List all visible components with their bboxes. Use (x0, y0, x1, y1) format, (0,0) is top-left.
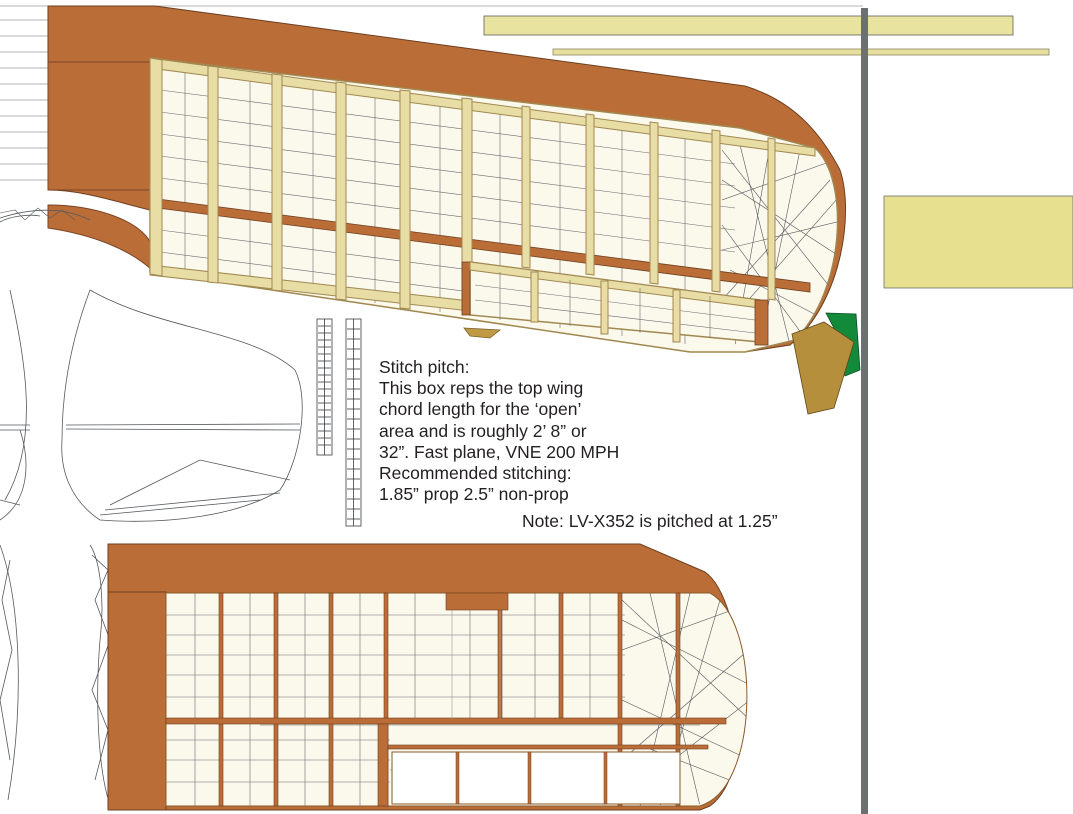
top-wing-root-curve (47, 204, 153, 272)
stitch-note-line-6: Recommended stitching: (379, 463, 572, 484)
stitch-note-line-3: chord length for the ‘open’ (379, 399, 582, 420)
paper-swatch-long (483, 15, 1014, 36)
ochre-fitting (791, 321, 855, 415)
stitch-note-line-5: 32”. Fast plane, VNE 200 MPH (379, 441, 620, 462)
stitch-note-line-4: area and is roughly 2’ 8” or (379, 420, 587, 441)
sheet-divider (861, 8, 868, 814)
paper-swatch-box (883, 195, 1073, 289)
fuselage-wireframe (0, 209, 303, 806)
top-wing-root-panel (47, 61, 151, 191)
bottom-aileron (377, 723, 709, 807)
control-horn-tab (463, 327, 502, 339)
top-wing (47, 5, 847, 353)
stitch-ruler-long (345, 318, 362, 527)
top-wing-ribs (149, 57, 776, 313)
bottom-wing-fitting (445, 592, 509, 611)
paper-swatch-strip (552, 48, 1050, 56)
left-edge-hatching (0, 5, 48, 181)
stitch-note-line-1: Stitch pitch: (379, 357, 470, 377)
bottom-wing-spar (165, 717, 727, 725)
lv-x352-pitch-note: Note: LV-X352 is pitched at 1.25” (522, 511, 778, 531)
stitch-note-line-7: 1.85” prop 2.5” non-prop (379, 484, 569, 505)
stitch-ruler-short (316, 318, 333, 456)
fuselage-wireframe-top (0, 207, 76, 221)
bottom-wing-root-panel (107, 591, 167, 811)
bottom-wing (107, 543, 748, 811)
stitch-pitch-note: Stitch pitch: This box reps the top wing… (379, 357, 619, 505)
top-aileron (461, 261, 769, 346)
stitch-note-line-2: This box reps the top wing (379, 378, 584, 399)
